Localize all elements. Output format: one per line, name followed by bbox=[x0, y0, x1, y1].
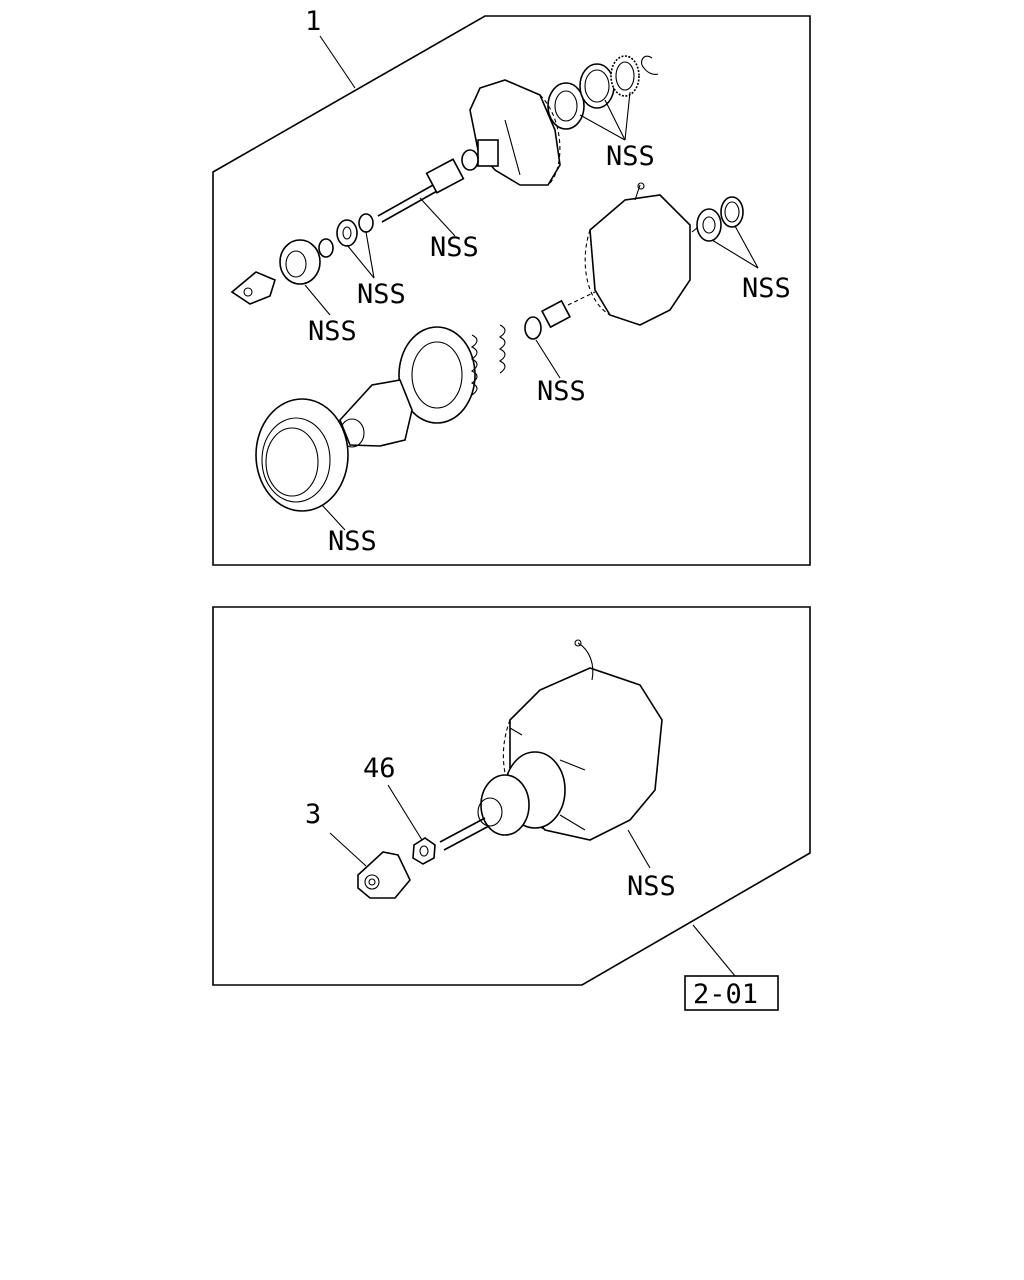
diaphragm-spring bbox=[398, 291, 596, 424]
ref-leader bbox=[692, 924, 736, 977]
nss-label-4: NSS bbox=[308, 316, 357, 347]
top-panel-frame bbox=[212, 15, 811, 566]
ref-box bbox=[684, 975, 779, 1011]
callout-1: 1 bbox=[305, 6, 321, 37]
large-seal bbox=[255, 398, 349, 512]
callout-46-leader bbox=[387, 784, 423, 841]
push-rod bbox=[377, 149, 479, 223]
nut bbox=[412, 837, 436, 865]
front-seal-pack bbox=[230, 213, 374, 305]
snap-ring bbox=[641, 55, 659, 75]
top-panel: 1 NSS NSS bbox=[212, 6, 811, 566]
rear-shell bbox=[584, 182, 691, 326]
clevis bbox=[357, 851, 411, 899]
bottom-panel: 46 3 NSS 2-01 bbox=[212, 606, 811, 1011]
ref-box-label: 2-01 bbox=[693, 979, 758, 1010]
nss-label-5: NSS bbox=[742, 273, 791, 304]
callout-3-leader bbox=[329, 832, 367, 867]
callout-1-leader bbox=[319, 35, 356, 89]
bottom-panel-frame bbox=[212, 606, 811, 986]
nss-label-6: NSS bbox=[537, 376, 586, 407]
nss-label-booster: NSS bbox=[627, 871, 676, 902]
piston bbox=[339, 379, 413, 448]
nss-label-3: NSS bbox=[357, 279, 406, 310]
threaded-rod bbox=[439, 817, 490, 851]
front-housing bbox=[469, 79, 561, 186]
booster-assembly bbox=[477, 639, 663, 841]
nss-label-1: NSS bbox=[606, 141, 655, 172]
callout-46: 46 bbox=[363, 753, 396, 784]
seal-cluster-top bbox=[547, 55, 659, 130]
nss-label-7: NSS bbox=[328, 526, 377, 557]
nss-label-2: NSS bbox=[430, 232, 479, 263]
rear-seals bbox=[691, 196, 744, 242]
callout-3: 3 bbox=[305, 799, 321, 830]
